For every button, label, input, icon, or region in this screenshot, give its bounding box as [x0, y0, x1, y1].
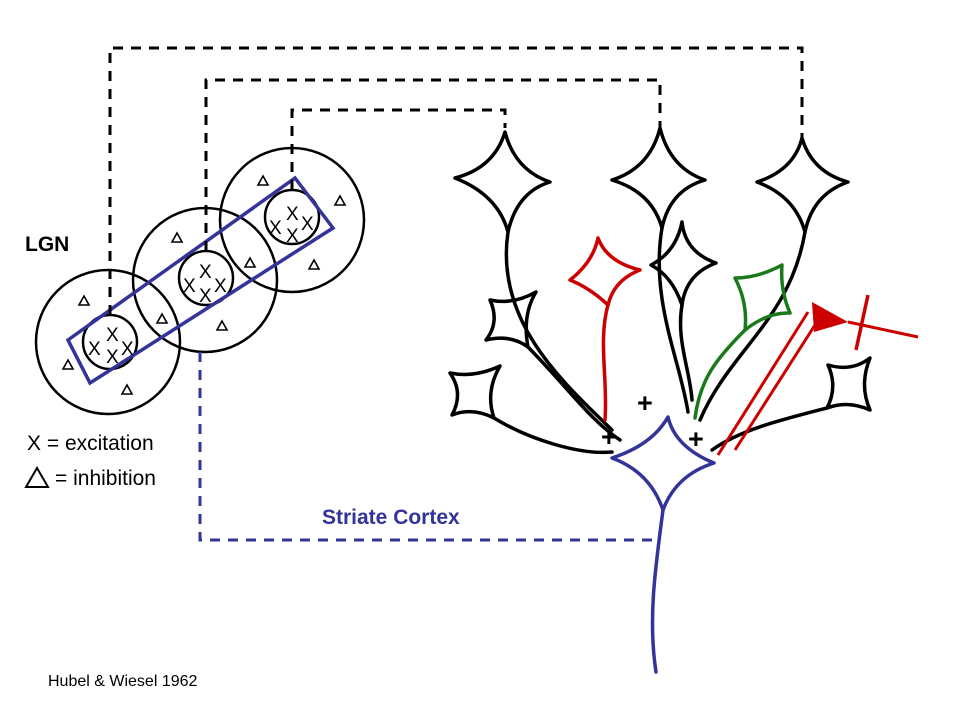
triangle-mark	[215, 319, 229, 331]
triangle-mark	[307, 258, 321, 270]
dendrite-2	[657, 226, 690, 414]
complex-cell-axon	[650, 508, 665, 674]
x-mark: X	[121, 339, 134, 360]
connection-dashed-1	[108, 46, 804, 315]
legend-triangle-icon	[24, 466, 50, 488]
triangle-mark	[120, 383, 134, 395]
dendrite-6	[492, 416, 614, 455]
x-mark: X	[199, 286, 212, 307]
x-mark: X	[286, 226, 299, 247]
x-mark: X	[286, 204, 299, 225]
triangle-mark	[243, 256, 257, 268]
synapse-plus-sign: +	[688, 424, 704, 454]
red-dendrite	[601, 303, 610, 422]
x-mark: X	[214, 276, 227, 297]
x-mark: X	[106, 347, 119, 368]
connection-dashed-2	[204, 78, 662, 251]
excitation-marks: X X X X X X X X X X X X	[88, 204, 314, 368]
synapse-plus-sign: +	[601, 422, 617, 452]
recording-electrode-icon	[716, 294, 919, 456]
simple-cell-2	[610, 126, 707, 230]
dendrite-3	[698, 230, 807, 422]
simple-cell-7	[825, 356, 872, 412]
dendrite-5	[526, 345, 622, 442]
synapse-plus-sign: +	[637, 388, 653, 418]
inhibition-marks	[61, 174, 347, 395]
simple-cell-3	[755, 136, 850, 234]
x-mark: X	[183, 276, 196, 297]
connection-dashed-blue	[198, 352, 652, 542]
green-simple-cell	[733, 263, 792, 332]
triangle-mark	[61, 358, 75, 370]
dendrite-1	[504, 230, 614, 432]
oriented-receptive-field	[65, 175, 336, 386]
x-mark: X	[88, 339, 101, 360]
simple-cell-1	[453, 130, 552, 234]
triangle-mark	[155, 312, 169, 324]
lgn-label: LGN	[25, 233, 69, 256]
x-mark: X	[269, 218, 282, 239]
x-mark: X	[301, 214, 314, 235]
dendrite-4	[678, 303, 694, 402]
lgn-field-surround-1	[34, 268, 182, 416]
x-mark: X	[199, 262, 212, 283]
simple-cell-5	[484, 290, 538, 349]
x-mark: X	[106, 325, 119, 346]
triangle-mark	[333, 194, 347, 206]
green-dendrite	[693, 328, 747, 420]
red-simple-cell	[568, 236, 642, 307]
triangle-mark	[256, 174, 270, 186]
simple-cell-6	[448, 364, 502, 420]
legend-excitation: X = excitation	[27, 432, 154, 455]
striate-cortex-label: Striate Cortex	[322, 506, 460, 529]
dendrite-7	[710, 406, 829, 452]
triangle-mark	[170, 231, 184, 243]
triangle-mark	[77, 294, 91, 306]
legend-inhibition: = inhibition	[55, 467, 156, 490]
connection-dashed-3	[290, 108, 507, 190]
citation-label: Hubel & Wiesel 1962	[48, 673, 198, 690]
